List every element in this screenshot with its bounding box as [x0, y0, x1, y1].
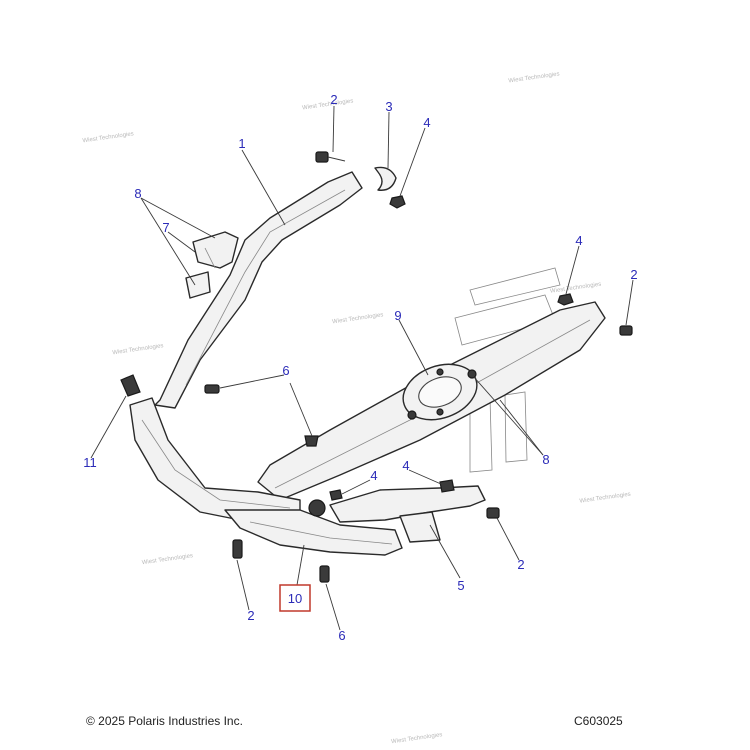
callout-7: 7 [162, 220, 169, 235]
callout-4-bracket: 4 [402, 458, 409, 473]
watermark: Wiest Technologies [332, 312, 384, 325]
hardware [120, 151, 633, 583]
callout-4-right: 4 [575, 233, 582, 248]
copyright-text: © 2025 Polaris Industries Inc. [86, 714, 243, 728]
callout-2-lower-right: 2 [517, 557, 524, 572]
watermark: Wiest Technologies [82, 131, 134, 144]
callout-8-upper: 8 [134, 186, 141, 201]
part-7-8-brackets [185, 231, 239, 299]
diagram-code: C603025 [574, 714, 623, 728]
callout-4-top: 4 [423, 115, 430, 130]
watermark: Wiest Technologies [579, 492, 631, 505]
watermark: Wiest Technologies [391, 732, 443, 745]
callout-2-top: 2 [330, 92, 337, 107]
callout-10-highlight-box [279, 584, 311, 612]
part-11-front-bumper [129, 397, 301, 523]
callout-6-lower: 6 [338, 628, 345, 643]
part-5-lower-bracket [308, 485, 486, 543]
callout-11: 11 [83, 455, 97, 470]
part-3-clip [374, 166, 397, 191]
callout-4-center: 4 [370, 468, 377, 483]
part-10-skid-plate [224, 509, 403, 556]
callout-10: 10 [288, 591, 302, 606]
callout-2-lower-left: 2 [247, 608, 254, 623]
watermark: Wiest Technologies [112, 343, 164, 356]
callout-6-upper: 6 [282, 363, 289, 378]
callout-3: 3 [385, 99, 392, 114]
callout-5: 5 [457, 578, 464, 593]
callouts: 1 2 3 4 8 7 4 2 9 6 11 8 4 4 5 2 2 10 6 [83, 92, 637, 643]
watermark: Wiest Technologies [508, 71, 560, 84]
leader-lines [90, 105, 634, 631]
callout-8-lower: 8 [542, 452, 549, 467]
callout-2-right: 2 [630, 267, 637, 282]
callout-1: 1 [238, 136, 245, 151]
watermark: Wiest Technologies [142, 553, 194, 566]
watermark: Wiest Technologies [550, 282, 602, 295]
callout-9: 9 [394, 308, 401, 323]
part-1-upright-tube [154, 171, 363, 409]
part-9-ring-mount [402, 363, 478, 421]
watermark: Wiest Technologies [302, 98, 354, 111]
